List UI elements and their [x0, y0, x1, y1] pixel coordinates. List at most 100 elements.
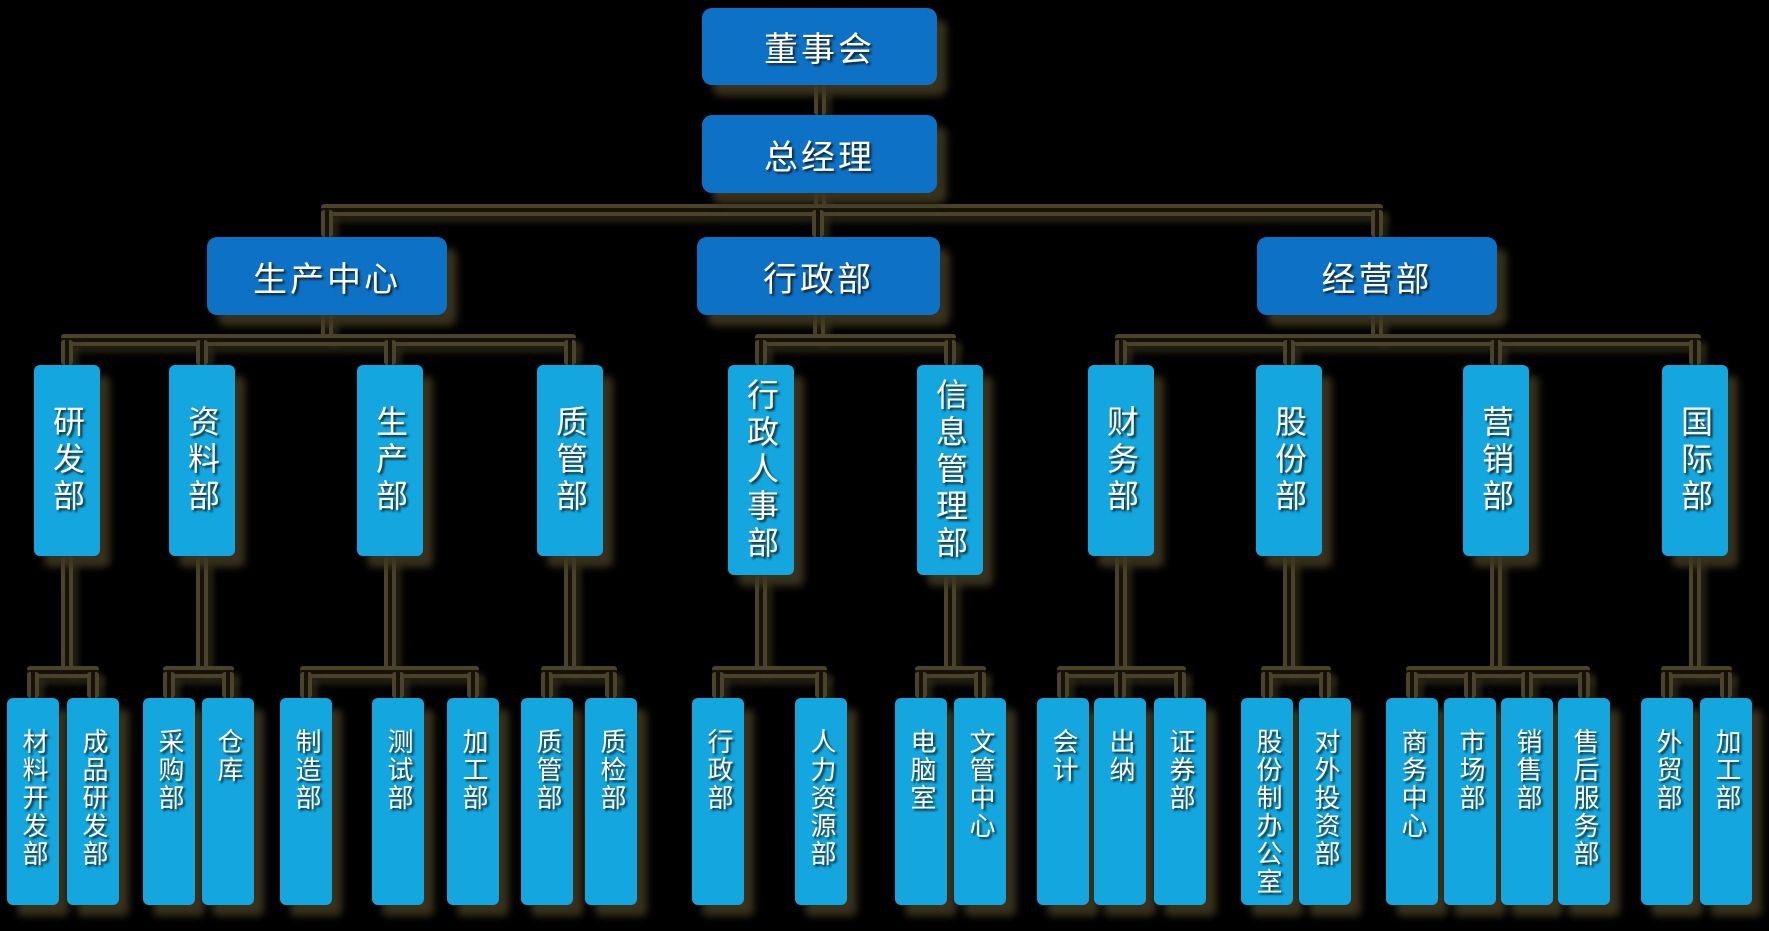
connector-line	[1464, 672, 1476, 698]
connector-line	[605, 672, 617, 698]
connector-line	[163, 666, 234, 678]
processing-dept: 加工部	[447, 698, 499, 905]
data-dept: 资料部	[169, 365, 235, 556]
product-rnd-dept: 成品研发部	[67, 698, 119, 905]
after-sales-service-dept-label: 售后服务部	[1569, 728, 1599, 868]
data-dept-label: 资料部	[183, 405, 221, 516]
connector-line	[321, 210, 333, 237]
connector-line	[1490, 556, 1502, 672]
quality-inspection-dept: 质检部	[585, 698, 637, 905]
production-center-label: 生产中心	[253, 259, 401, 300]
connector-line	[712, 666, 827, 678]
general-manager: 总经理	[702, 115, 937, 193]
connector-line	[61, 556, 73, 672]
warehouse-label: 仓库	[213, 728, 243, 784]
connector-line	[222, 672, 234, 698]
foreign-trade-dept-label: 外贸部	[1652, 728, 1682, 812]
connector-line	[1406, 666, 1590, 678]
business-center-label: 商务中心	[1397, 728, 1427, 840]
processing-dept-label: 加工部	[458, 728, 488, 812]
marketing-dept-label: 营销部	[1477, 405, 1515, 516]
product-rnd-dept-label: 成品研发部	[78, 728, 108, 868]
processing-dept-intl: 加工部	[1700, 698, 1752, 905]
connector-line	[27, 666, 99, 678]
connector-line	[812, 210, 824, 237]
computer-room: 电脑室	[895, 698, 947, 905]
rnd-dept-label: 研发部	[48, 405, 86, 516]
sales-dept-label: 销售部	[1512, 728, 1542, 812]
connector-line	[1371, 210, 1383, 237]
connector-line	[755, 334, 956, 346]
connector-line	[163, 672, 175, 698]
purchasing-dept: 采购部	[143, 698, 195, 905]
connector-line	[467, 672, 479, 698]
connector-line	[196, 556, 208, 672]
connector-line	[61, 334, 576, 346]
connector-line	[1521, 672, 1533, 698]
connector-line	[1261, 672, 1273, 698]
quality-mgmt-dept-label: 质管部	[551, 405, 589, 516]
production-dept: 生产部	[357, 365, 423, 556]
testing-dept-label: 测试部	[383, 728, 413, 812]
rnd-dept: 研发部	[34, 365, 100, 556]
admin-office: 行政部	[692, 698, 744, 905]
connector-line	[1490, 340, 1502, 365]
international-dept-label: 国际部	[1676, 405, 1714, 516]
connector-line	[974, 672, 986, 698]
connector-line	[944, 340, 956, 365]
connector-line	[541, 672, 553, 698]
connector-line	[1115, 556, 1127, 672]
testing-dept: 测试部	[372, 698, 424, 905]
business-dept-label: 经营部	[1321, 259, 1433, 300]
sales-dept: 销售部	[1501, 698, 1553, 905]
accounting-label: 会计	[1048, 728, 1078, 784]
hr-dept: 人力资源部	[795, 698, 847, 905]
connector-line	[321, 315, 333, 340]
business-dept: 经营部	[1257, 237, 1497, 315]
connector-line	[915, 672, 927, 698]
connector-line	[1371, 315, 1383, 340]
connector-line	[755, 575, 767, 672]
connector-line	[755, 340, 767, 365]
connector-line	[321, 204, 1383, 216]
production-center: 生产中心	[207, 237, 447, 315]
connector-line	[1115, 340, 1127, 365]
general-manager-label: 总经理	[764, 137, 875, 178]
info-mgmt-dept-label: 信息管理部	[931, 377, 969, 563]
shares-dept-label: 股份部	[1270, 405, 1308, 516]
connector-line	[1661, 672, 1673, 698]
connector-line	[1319, 672, 1331, 698]
admin-hr-dept-label: 行政人事部	[742, 377, 780, 563]
connector-line	[1174, 672, 1186, 698]
finance-dept-label: 财务部	[1102, 405, 1140, 516]
administration-dept-label: 行政部	[763, 259, 874, 300]
production-dept-label: 生产部	[371, 405, 409, 516]
after-sales-service-dept: 售后服务部	[1558, 698, 1610, 905]
computer-room-label: 电脑室	[906, 728, 936, 812]
connector-line	[87, 672, 99, 698]
connector-line	[564, 556, 576, 672]
foreign-trade-dept: 外贸部	[1641, 698, 1693, 905]
admin-office-label: 行政部	[703, 728, 733, 812]
accounting: 会计	[1037, 698, 1089, 905]
foreign-investment-dept: 对外投资部	[1299, 698, 1351, 905]
connector-line	[1283, 556, 1295, 672]
warehouse: 仓库	[202, 698, 254, 905]
connector-line	[712, 672, 724, 698]
market-dept-label: 市场部	[1455, 728, 1485, 812]
manufacturing-dept-label: 制造部	[291, 728, 321, 812]
quality-mgmt-office-label: 质管部	[532, 728, 562, 812]
connector-line	[1689, 556, 1701, 672]
securities-dept: 证券部	[1154, 698, 1206, 905]
material-dev-dept: 材料开发部	[7, 698, 59, 905]
quality-mgmt-dept: 质管部	[537, 365, 603, 556]
connector-line	[541, 666, 617, 678]
info-mgmt-dept: 信息管理部	[917, 365, 983, 575]
connector-line	[564, 340, 576, 365]
quality-inspection-dept-label: 质检部	[596, 728, 626, 812]
processing-dept-intl-label: 加工部	[1711, 728, 1741, 812]
connector-line	[61, 340, 73, 365]
document-mgmt-center-label: 文管中心	[965, 728, 995, 840]
connector-line	[915, 666, 986, 678]
securities-dept-label: 证券部	[1165, 728, 1195, 812]
